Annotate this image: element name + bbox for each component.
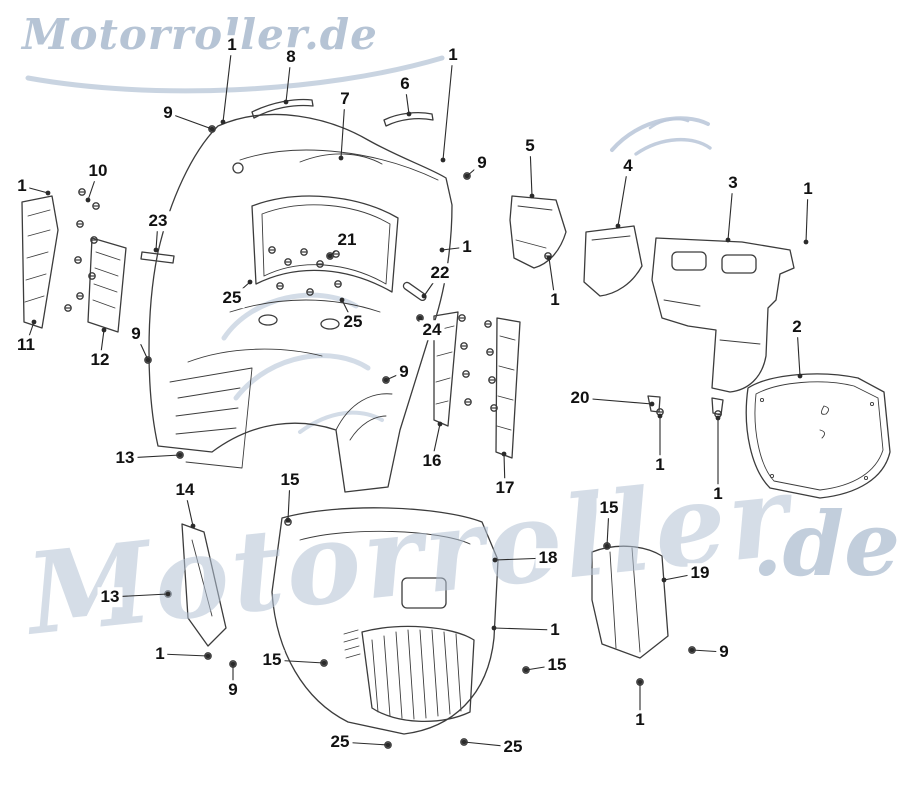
swoosh-underline: [25, 55, 445, 94]
part-14-strip: [181, 523, 227, 647]
bird-swoosh-icon: [648, 117, 690, 130]
screws-part-17: [458, 314, 498, 412]
bird-swoosh-icon: [634, 138, 712, 156]
mid-swirl: [298, 410, 384, 434]
part-22-rod: [402, 281, 427, 302]
part-5-cover: [509, 195, 567, 269]
screws-part-10: [64, 188, 100, 312]
part-6-trim-strip: [383, 112, 434, 127]
part-23-strip: [140, 251, 175, 264]
part-17-strip: [495, 317, 521, 459]
part-11-trim: [21, 195, 59, 329]
part-4-cover: [583, 225, 643, 297]
part-8-trim-strip: [251, 98, 314, 119]
part-12-vent-grille: [87, 237, 127, 333]
part-main-front-panel: [148, 113, 453, 493]
mid-swirl: [233, 353, 371, 401]
part-2-inspection-cover: [745, 373, 891, 499]
part-16-strip: [433, 311, 459, 427]
part-18-floor-panel: [271, 507, 499, 735]
screws-misc: [144, 125, 722, 749]
part-19-side-cover: [591, 545, 669, 659]
part-3-bracket: [651, 237, 795, 393]
